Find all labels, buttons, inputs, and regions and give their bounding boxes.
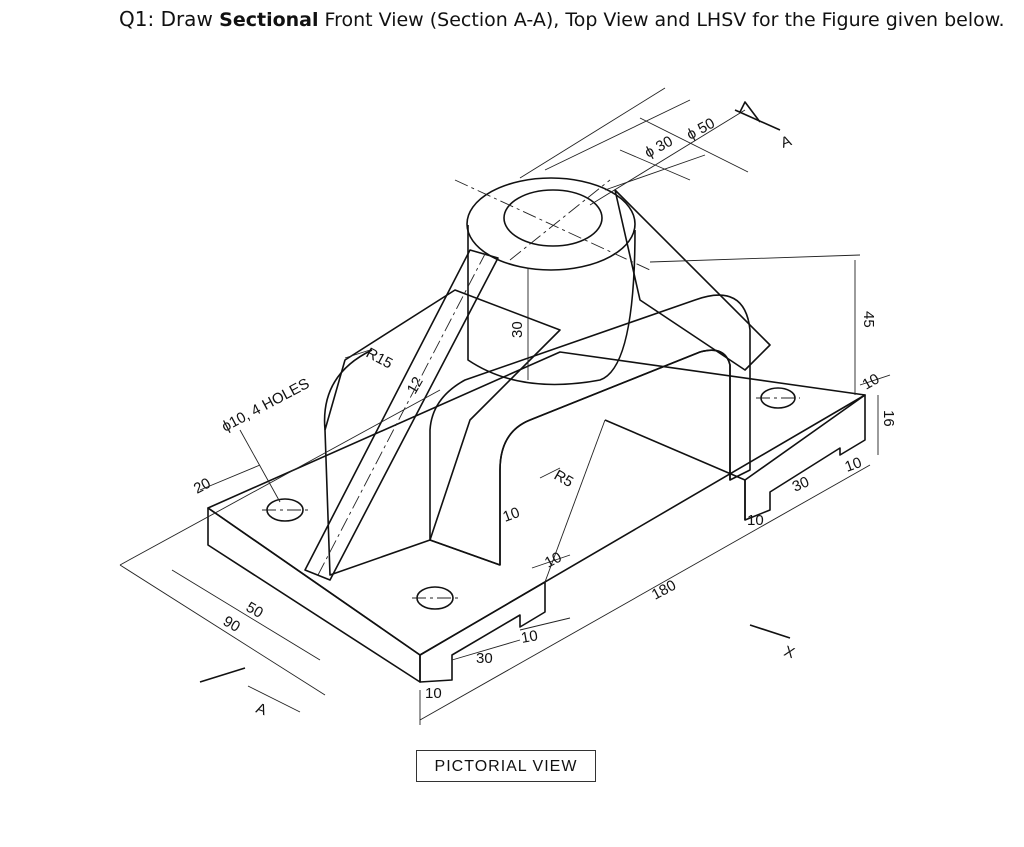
dim-45: 45 — [860, 311, 877, 328]
dim-10-right-top: 10 — [860, 370, 883, 393]
dim-20: 20 — [191, 475, 214, 498]
dimension-lines — [119, 87, 891, 725]
dim-50: 50 — [243, 599, 266, 622]
view-label-x: X — [782, 643, 797, 662]
dim-r15: R15 — [363, 345, 395, 373]
front-rib — [304, 249, 499, 581]
arch-bridge — [429, 294, 751, 566]
dim-30-vertical: 30 — [509, 321, 526, 338]
dim-30-right-slot: 30 — [790, 473, 812, 495]
caption-text: PICTORIAL VIEW — [434, 758, 578, 775]
dim-phi50: ϕ 50 — [684, 115, 718, 144]
caption-box: PICTORIAL VIEW — [416, 750, 596, 782]
dim-10-right-slot-right: 10 — [843, 454, 864, 476]
cylinder-boss — [454, 177, 651, 386]
dim-12: 12 — [404, 374, 427, 397]
dim-30-front-slot: 30 — [476, 650, 493, 667]
question-emphasis: Sectional — [219, 9, 319, 31]
dim-phi30: ϕ 30 — [642, 133, 676, 162]
question-prefix: Q1: Draw — [119, 7, 220, 31]
holes — [262, 387, 800, 610]
rear-rib — [614, 189, 771, 371]
base-plate — [207, 351, 866, 683]
section-label-bottom: A — [254, 700, 269, 719]
dim-10-front: 10 — [542, 549, 565, 572]
dim-10-rib: 10 — [501, 504, 522, 526]
section-label-top: A — [779, 132, 794, 151]
dim-16: 16 — [880, 410, 897, 427]
rear-support — [323, 289, 561, 576]
dim-10-front-slot-right: 10 — [520, 627, 539, 647]
question-text: Q1: Draw Sectional Front View (Section A… — [119, 7, 1005, 31]
dim-10-right-slot-left: 10 — [747, 512, 764, 529]
dim-holes: ϕ10, 4 HOLES — [219, 375, 312, 435]
dim-180: 180 — [649, 577, 679, 604]
dim-10-front-slot-left: 10 — [425, 685, 442, 702]
question-rest: Front View (Section A-A), Top View and L… — [318, 9, 1005, 31]
dim-90: 90 — [220, 613, 243, 636]
